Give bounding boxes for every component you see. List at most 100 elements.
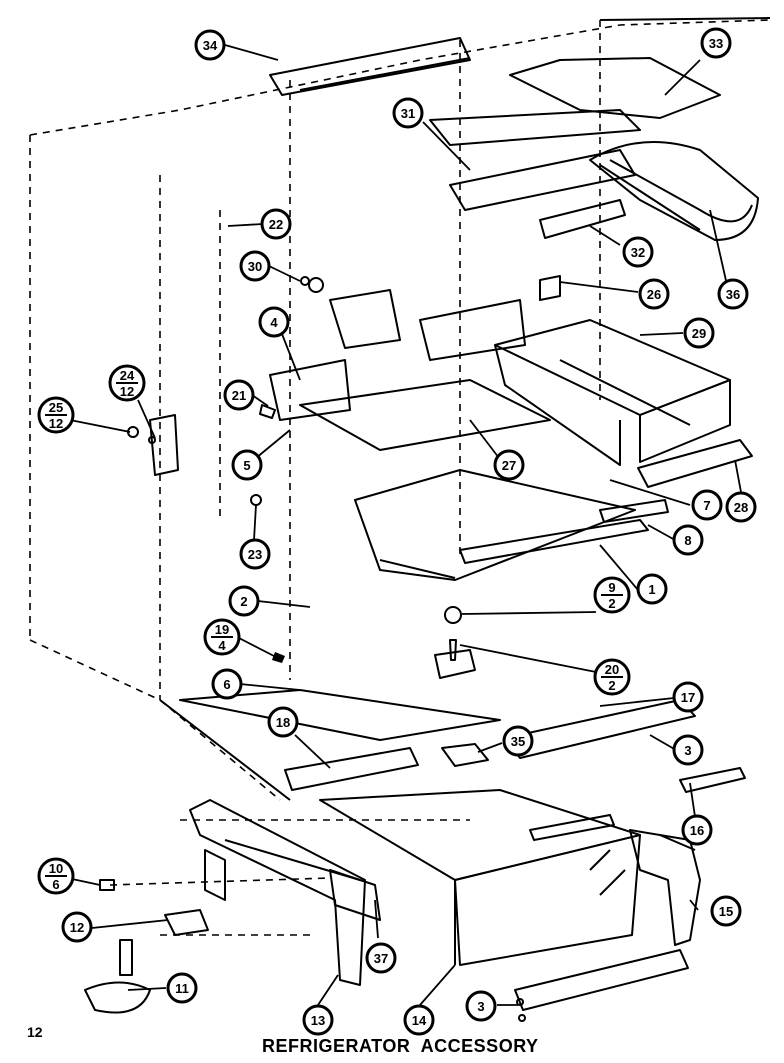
- callout-14: 14: [403, 1004, 435, 1036]
- crisper-drawer: [494, 319, 731, 466]
- callout-label: 12: [70, 920, 84, 935]
- callout-13: 13: [302, 1004, 334, 1036]
- callout-label: 4: [270, 315, 278, 330]
- callout-34: 34: [194, 29, 226, 61]
- callout-label: 3: [684, 743, 691, 758]
- screw-21: [259, 404, 276, 419]
- callout-16: 16: [681, 814, 713, 846]
- fastener: [272, 652, 285, 663]
- control-knob: [308, 277, 324, 293]
- callout-label: 5: [243, 458, 250, 473]
- callout-label: 24: [120, 368, 135, 383]
- callout-label: 1: [648, 582, 655, 597]
- callout-26: 26: [638, 278, 670, 310]
- callout-27: 27: [493, 449, 525, 481]
- callout-28: 28: [725, 491, 757, 523]
- side-bracket: [127, 414, 179, 476]
- callout-label: 37: [374, 951, 388, 966]
- callout-5: 5: [231, 449, 263, 481]
- callout-label: 7: [703, 498, 710, 513]
- bottom-pan: [319, 789, 641, 966]
- callout-label: 36: [726, 287, 740, 302]
- callout-label: 11: [175, 981, 189, 996]
- callout-33: 33: [700, 27, 732, 59]
- screw-23: [250, 494, 262, 506]
- ceiling-bracket: [539, 199, 626, 239]
- callout-19: 194: [203, 618, 241, 656]
- callout-label: 14: [412, 1013, 427, 1028]
- callout-label: 28: [734, 500, 748, 515]
- callout-label: 34: [203, 38, 218, 53]
- shelf-screw: [444, 606, 462, 624]
- callout-label: 20: [605, 662, 619, 677]
- callout-label: 16: [690, 823, 704, 838]
- callout-12: 12: [61, 911, 93, 943]
- ceiling-assembly: [269, 17, 771, 211]
- callout-1: 1: [636, 573, 668, 605]
- callout-37: 37: [365, 942, 397, 974]
- hinge-11: [84, 939, 151, 1014]
- callout-label: 29: [692, 326, 706, 341]
- callout-label: 33: [709, 36, 723, 51]
- callout-21: 21: [223, 379, 255, 411]
- callout-sublabel: 12: [120, 384, 134, 399]
- callout-2: 2: [228, 585, 260, 617]
- trim-strip-18: [284, 747, 419, 791]
- callout-8: 8: [672, 524, 704, 556]
- callout-20: 202: [593, 658, 631, 696]
- callout-label: 6: [223, 677, 230, 692]
- callout-sublabel: 12: [49, 416, 63, 431]
- callout-label: 31: [401, 106, 415, 121]
- left-rail-assembly: [189, 799, 381, 986]
- callout-label: 10: [49, 861, 63, 876]
- callout-6: 6: [211, 668, 243, 700]
- shelf-27: [299, 379, 551, 451]
- callout-label: 9: [608, 580, 615, 595]
- callout-label: 3: [477, 999, 484, 1014]
- callout-22: 22: [260, 208, 292, 240]
- callout-11: 11: [166, 972, 198, 1004]
- callout-label: 35: [511, 734, 525, 749]
- callout-label: 27: [502, 458, 516, 473]
- callout-label: 13: [311, 1013, 325, 1028]
- callout-label: 22: [269, 217, 283, 232]
- callout-label: 21: [232, 388, 246, 403]
- callout-10: 106: [37, 857, 75, 895]
- rail-3: [504, 699, 696, 759]
- clip-35: [441, 743, 489, 767]
- leader-lines: [69, 44, 742, 1006]
- callout-label: 25: [49, 400, 63, 415]
- glass-shelf: [354, 469, 669, 581]
- callout-30: 30: [239, 250, 271, 282]
- callout-label: 18: [276, 715, 290, 730]
- shelf-clip: [539, 275, 561, 301]
- lower-deck: [159, 689, 501, 801]
- callout-label: 30: [248, 259, 262, 274]
- page-number: 12: [27, 1024, 43, 1040]
- diagram-title: REFRIGERATOR ACCESSORY: [262, 1036, 539, 1056]
- callout-label: 17: [681, 690, 695, 705]
- control-housing: [269, 289, 526, 421]
- callout-label: 19: [215, 622, 229, 637]
- callout-29: 29: [683, 317, 715, 349]
- callout-sublabel: 4: [218, 638, 226, 653]
- callout-sublabel: 2: [608, 678, 615, 693]
- cabinet-outline: [29, 19, 771, 936]
- callout-label: 26: [647, 287, 661, 302]
- bracket-12: [164, 909, 209, 936]
- top-cover: [509, 57, 721, 119]
- strip-16: [679, 767, 746, 793]
- callout-36: 36: [717, 278, 749, 310]
- callout-17: 17: [672, 681, 704, 713]
- callout-35: 35: [502, 725, 534, 757]
- callout-label: 15: [719, 904, 733, 919]
- callout-3a: 3: [672, 734, 704, 766]
- callout-7: 7: [691, 489, 723, 521]
- callout-31: 31: [392, 97, 424, 129]
- callout-label: 32: [631, 245, 645, 260]
- rail-3-lower: [514, 949, 689, 1011]
